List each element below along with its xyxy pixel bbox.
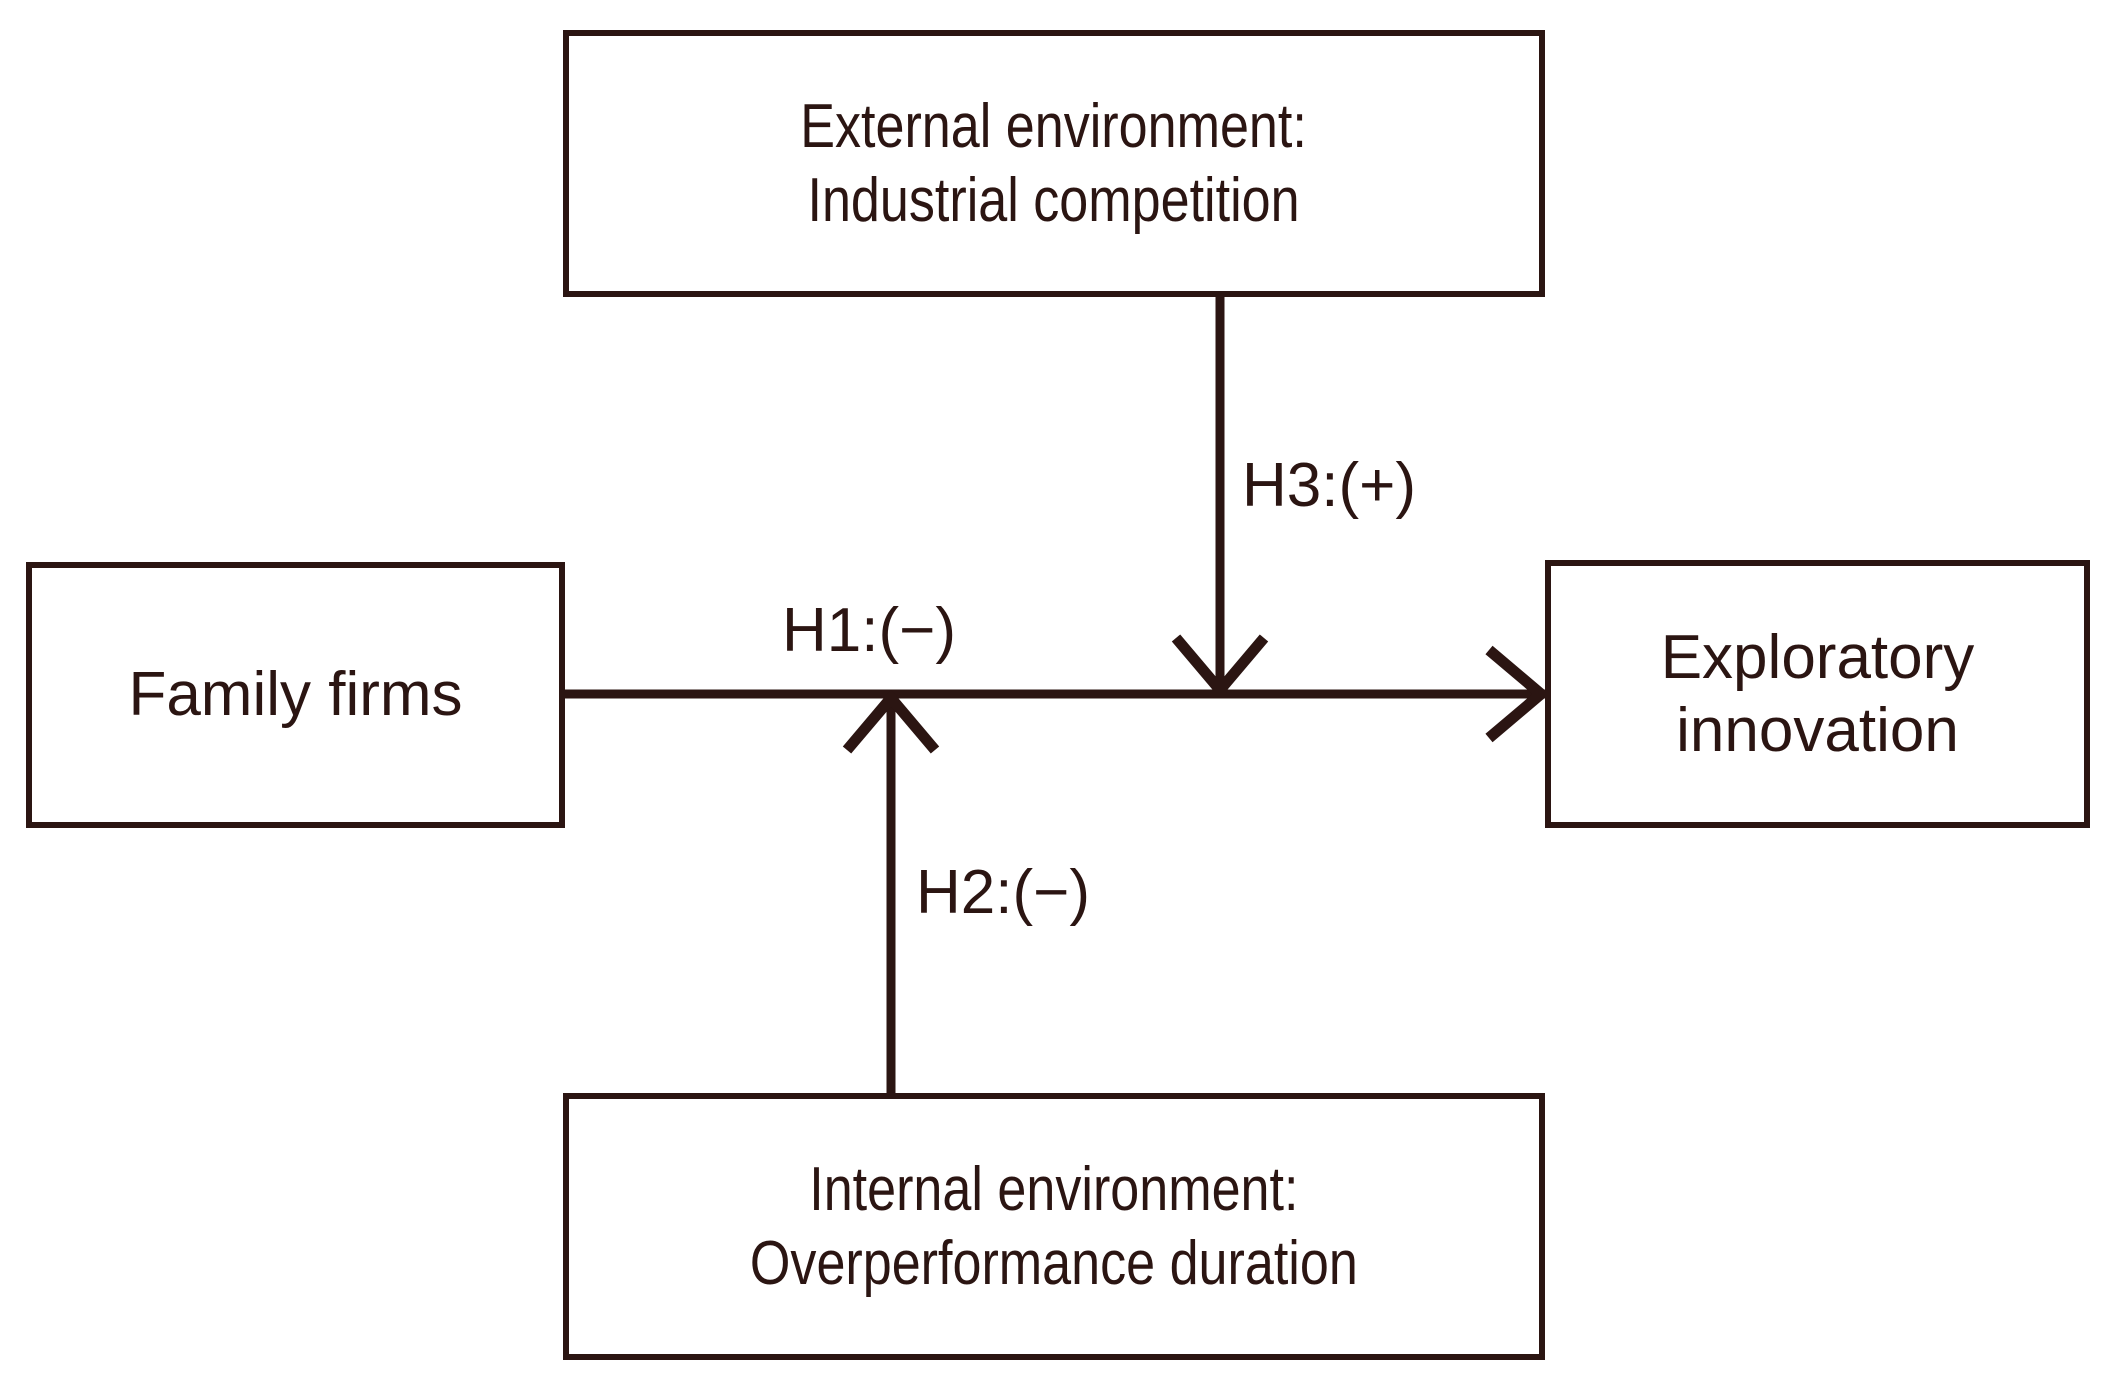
node-family-firms[interactable]: Family firms (26, 562, 565, 828)
node-external-environment[interactable]: External environment: Industrial competi… (563, 30, 1545, 297)
edge-label-h1: H1:(−) (782, 596, 956, 665)
edge-h3-arrow (1171, 297, 1269, 699)
node-external-environment-label: External environment: Industrial competi… (800, 92, 1308, 235)
edge-label-h2: H2:(−) (916, 858, 1090, 927)
node-exploratory-innovation[interactable]: Exploratory innovation (1545, 560, 2090, 828)
node-internal-environment-label: Internal environment: Overperformance du… (750, 1155, 1358, 1298)
edge-label-h3: H3:(+) (1242, 451, 1416, 520)
edge-h2-arrow (842, 689, 940, 1093)
node-exploratory-innovation-label: Exploratory innovation (1660, 622, 1975, 765)
node-internal-environment[interactable]: Internal environment: Overperformance du… (563, 1093, 1545, 1360)
edge-h1-arrow (565, 645, 1550, 743)
node-family-firms-label: Family firms (128, 660, 463, 730)
